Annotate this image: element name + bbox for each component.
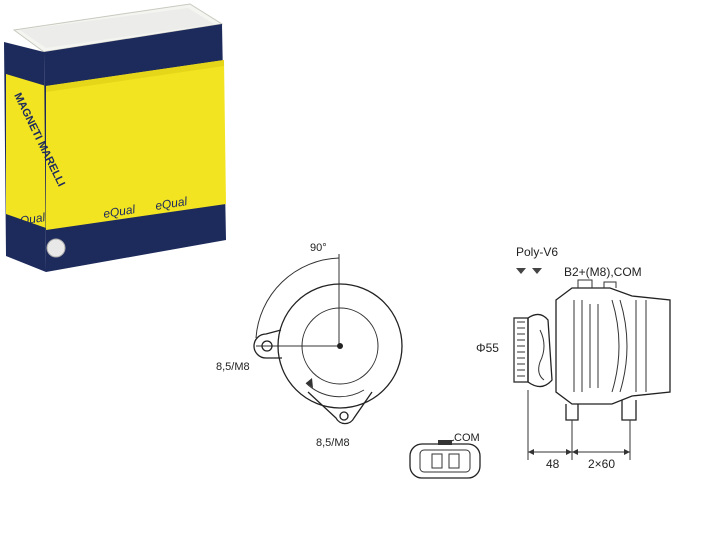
pulley-outline (301, 307, 379, 385)
housing-outline (277, 283, 403, 409)
upper-mount-label: 8,5/M8 (216, 361, 250, 373)
shaft-center (337, 343, 343, 349)
front-view (253, 254, 403, 425)
front-mount-foot (565, 404, 579, 421)
lower-mount-ear (307, 391, 373, 425)
diameter-label: Φ55 (476, 341, 499, 355)
rotation-arrow (305, 382, 365, 398)
lower-mount-label: 8,5/M8 (316, 437, 350, 449)
series-label-middle: eQual (102, 202, 136, 221)
angle-arc (255, 257, 340, 339)
lower-mount-hole (339, 411, 349, 421)
angle-label: 90° (310, 242, 327, 254)
pulley-type-label: Poly-V6 (516, 245, 558, 259)
alternator-body (555, 287, 671, 405)
series-label-right: eQual (154, 194, 188, 213)
connector-label: COM (454, 432, 480, 444)
series-label-left: eQual (12, 210, 46, 229)
dimension-right-label: 2×60 (588, 457, 615, 471)
rear-mount-foot (621, 400, 637, 421)
product-box (4, 3, 226, 272)
side-view (513, 268, 671, 460)
upper-mount-ear (253, 329, 282, 359)
box-seal-icon (46, 238, 66, 258)
terminal-label: B2+(M8),COM (564, 265, 642, 279)
dimension-left-label: 48 (546, 457, 560, 471)
upper-mount-hole (261, 340, 273, 352)
connector-plug (409, 439, 481, 479)
